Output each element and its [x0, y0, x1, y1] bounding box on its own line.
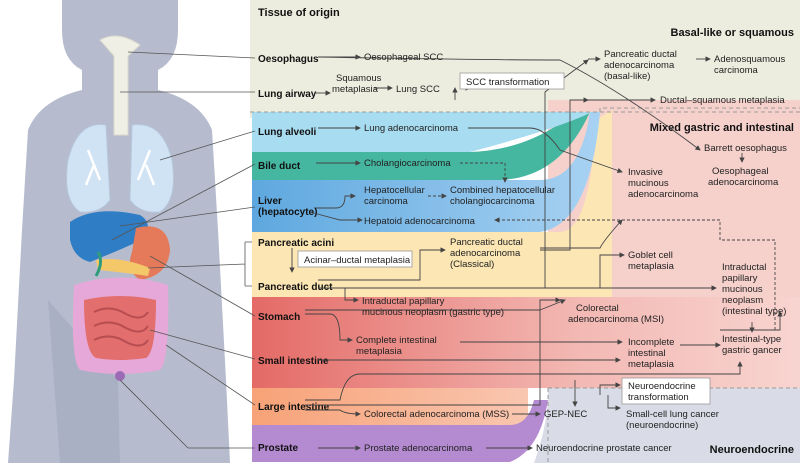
- node-invasive-mucinous: Invasive: [628, 167, 663, 178]
- node-combined-2: cholangiocarcinoma: [450, 196, 535, 207]
- node-incomplete-im-2: intestinal: [628, 348, 666, 359]
- node-intestinal-gastric-cancer-2: gastric gancer: [722, 345, 782, 356]
- node-acinar-ductal: Acinar–ductal metaplasia: [304, 255, 411, 266]
- node-ipmn-intestinal-4: neoplasm: [722, 295, 763, 306]
- node-sclc-2: (neuroendocrine): [626, 420, 698, 431]
- organ-leader-lines: [111, 51, 256, 449]
- node-hepatoid: Hepatoid adenocarcinoma: [364, 216, 476, 227]
- node-hcc: Hepatocellular: [364, 185, 425, 196]
- node-pdac-classical-2: adenocarcinoma: [450, 248, 521, 259]
- pancreas-icon: [96, 259, 150, 276]
- prostate-icon: [115, 371, 125, 381]
- node-complete-im-2: metaplasia: [356, 346, 403, 357]
- trachea-icon: [99, 35, 141, 136]
- node-hcc-2: carcinoma: [364, 196, 409, 207]
- header-basal-like: Basal-like or squamous: [671, 27, 795, 39]
- node-oeso-adeno: Oesophageal: [712, 166, 769, 177]
- node-pdac-basal-3: (basal-like): [604, 71, 650, 82]
- node-intestinal-gastric-cancer: Intestinal-type: [722, 334, 781, 345]
- node-lung-adenocarcinoma: Lung adenocarcinoma: [364, 123, 459, 134]
- node-barrett: Barrett oesophagus: [704, 143, 787, 154]
- tissue-lung-alveoli: Lung alveoli: [258, 127, 317, 138]
- tissue-bile-duct: Bile duct: [258, 161, 301, 172]
- node-adenosquamous: Adenosquamous: [714, 54, 786, 65]
- node-cholangiocarcinoma: Cholangiocarcinoma: [364, 158, 451, 169]
- ne-transformation-box: Neuroendocrine transformation: [621, 377, 711, 405]
- tissue-liver: Liver: [258, 196, 282, 207]
- header-neuroendocrine: Neuroendocrine: [710, 444, 794, 456]
- node-adenosquamous-2: carcinoma: [714, 65, 759, 76]
- node-oeso-adeno-2: adenocarcinoma: [708, 177, 779, 188]
- flow-arrows: [289, 54, 783, 451]
- tissue-pancreatic-acini: Pancreatic acini: [258, 238, 334, 249]
- tissue-large-intestine: Large intestine: [258, 402, 330, 413]
- node-pdac-classical: Pancreatic ductal: [450, 237, 523, 248]
- node-oesophageal-scc: Oesophageal SCC: [364, 52, 443, 63]
- node-pdac-classical-3: (Classical): [450, 259, 494, 270]
- node-combined: Combined hepatocellular: [450, 185, 555, 196]
- node-ipmn-intestinal-2: papillary: [722, 273, 758, 284]
- header-mixed-gastric: Mixed gastric and intestinal: [650, 122, 794, 134]
- node-ipmn-gastric-2: mucinous neoplasm (gastric type): [362, 307, 504, 318]
- node-sclc: Small-cell lung cancer: [626, 409, 719, 420]
- node-invasive-mucinous-2: mucinous: [628, 178, 669, 189]
- lungs-icon: [66, 123, 174, 213]
- node-lung-scc: Lung SCC: [396, 84, 440, 95]
- node-ne-prostate: Neuroendocrine prostate cancer: [536, 443, 672, 454]
- tissue-stomach: Stomach: [258, 312, 300, 323]
- node-incomplete-im-3: metaplasia: [628, 359, 675, 370]
- small-intestine-icon: [84, 296, 156, 360]
- liver-icon: [70, 211, 148, 262]
- node-gep-nec: GEP-NEC: [544, 409, 587, 420]
- header-tissue-of-origin: Tissue of origin: [258, 7, 340, 19]
- tissue-pancreatic-duct: Pancreatic duct: [258, 282, 333, 293]
- node-ne-transformation-2: transformation: [628, 392, 689, 403]
- tissue-oesophagus: Oesophagus: [258, 54, 319, 65]
- node-pdac-basal-2: adenocarcinoma: [604, 60, 675, 71]
- node-ne-transformation: Neuroendocrine: [628, 381, 696, 392]
- tissue-prostate: Prostate: [258, 443, 298, 454]
- node-goblet-cell-2: metaplasia: [628, 261, 675, 272]
- tissue-liver-hepatocyte: (hepatocyte): [258, 207, 317, 218]
- node-ipmn-gastric: Intraductal papillary: [362, 296, 445, 307]
- node-crc-msi-2: adenocarcinoma (MSI): [568, 314, 664, 325]
- tissue-small-intestine: Small intestine: [258, 356, 329, 367]
- node-squamous-metaplasia: Squamous: [336, 73, 382, 84]
- node-crc-mss: Colorectal adenocarcinoma (MSS): [364, 409, 509, 420]
- tissue-lung-airway: Lung airway: [258, 89, 317, 100]
- node-pdac-basal: Pancreatic ductal: [604, 49, 677, 60]
- node-ipmn-intestinal-5: (intestinal type): [722, 306, 786, 317]
- node-goblet-cell: Goblet cell: [628, 250, 673, 261]
- node-prostate-adeno: Prostate adenocarcinoma: [364, 443, 473, 454]
- node-crc-msi: Colorectal: [576, 303, 619, 314]
- node-complete-im: Complete intestinal: [356, 335, 437, 346]
- node-ipmn-intestinal: Intraductal: [722, 262, 766, 273]
- node-ductal-squamous: Ductal–squamous metaplasia: [660, 95, 785, 106]
- node-ipmn-intestinal-3: mucinous: [722, 284, 763, 295]
- node-invasive-mucinous-3: adenocarcinoma: [628, 189, 699, 200]
- node-scc-transformation: SCC transformation: [466, 77, 549, 88]
- acinar-ductal-box: Acinar–ductal metaplasia: [297, 250, 413, 268]
- scc-transformation-box: SCC transformation: [459, 72, 565, 90]
- node-squamous-metaplasia-2: metaplasia: [332, 84, 379, 95]
- node-incomplete-im: Incomplete: [628, 337, 674, 348]
